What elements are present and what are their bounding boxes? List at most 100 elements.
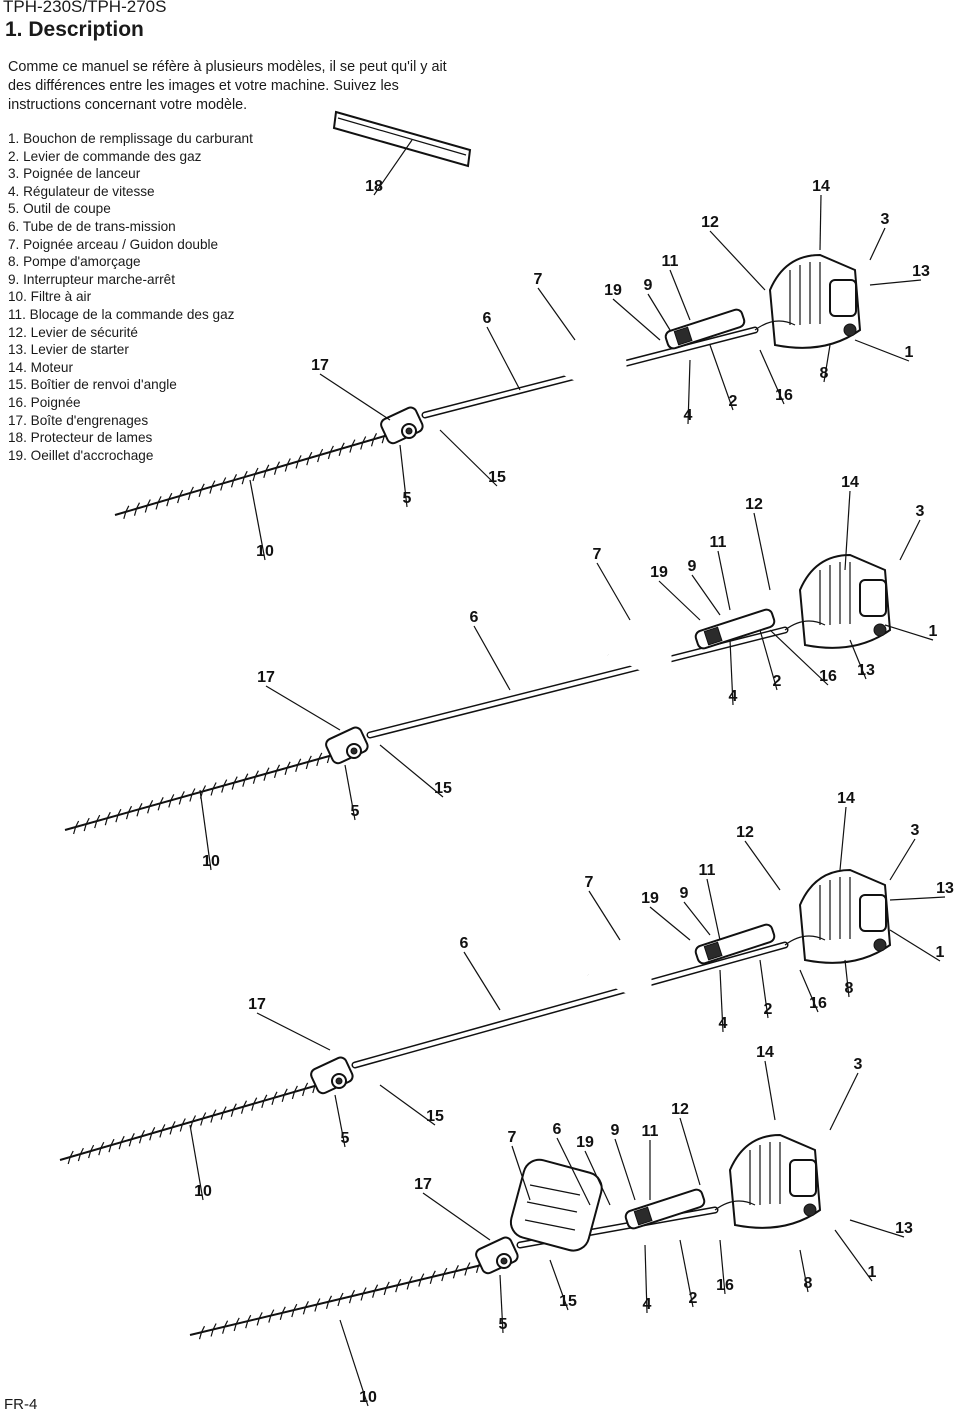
callout-number: 11 [710,534,727,551]
callout-number: 7 [508,1129,517,1146]
callout-number: 17 [414,1176,432,1193]
leader-line [549,1259,569,1311]
leader-line [769,629,829,686]
leader-line [884,624,934,641]
part-item: 2. Levier de commande des gaz [8,148,202,164]
leader-line [759,349,785,405]
leader-line [249,479,266,561]
callout-number: 12 [671,1101,689,1118]
leader-line [679,1117,701,1186]
callout-number: 3 [881,211,890,228]
model-name: TPH-230S/TPH-270S [3,0,167,16]
callout-number: 4 [643,1296,652,1313]
part-item: 19. Oeillet d'accrochage [8,447,154,463]
part-item: 13. Levier de starter [8,342,129,358]
hedge-trimmer-drawing [114,253,862,519]
callout-number: 7 [534,271,543,288]
leader-line [709,230,766,291]
callout-number: 11 [699,862,716,879]
leader-line [839,806,847,871]
leader-line [854,339,910,362]
leader-line [717,550,731,611]
part-item: 5. Outil de coupe [8,201,111,217]
leader-line [556,1137,591,1206]
leader-line [379,1084,436,1126]
part-item: 17. Boîte d'engrenages [8,412,149,428]
leader-line [473,625,511,691]
leader-line [588,890,621,941]
callout-number: 1 [936,944,945,961]
leader-line [486,326,521,391]
hedge-trimmer-drawing [59,868,892,1165]
callout-number: 9 [644,277,653,294]
part-item: 14. Moteur [8,359,73,375]
callout-number: 9 [611,1122,620,1139]
part-item: 4. Régulateur de vitesse [8,183,155,199]
leader-line [256,1012,331,1051]
callout-number: 14 [837,790,855,807]
leader-line [679,1239,694,1308]
intro-paragraph: Comme ce manuel se réfère à plusieurs mo… [8,59,447,113]
callout-number: 8 [804,1275,813,1292]
callout-number: 7 [593,546,602,563]
callout-number: 17 [311,357,329,374]
callout-number: 13 [857,662,875,679]
callout-number: 14 [756,1044,774,1061]
callout-number: 13 [912,263,930,280]
callout-number: 9 [688,558,697,575]
callout-number: 13 [936,880,954,897]
leader-line [753,512,771,591]
callout-number: 15 [559,1293,577,1310]
page-title: 1. Description [5,18,144,41]
callout-number: 15 [434,780,452,797]
leader-line [869,279,922,286]
blade-protector-drawing [332,110,472,168]
part-item: 6. Tube de de trans-mission [8,218,176,234]
leader-line [344,764,356,821]
callout-number: 12 [745,496,763,513]
callout-number: 11 [642,1123,659,1140]
callout-number: 2 [764,1001,773,1018]
callout-number: 15 [426,1108,444,1125]
callout-number: 6 [483,310,492,327]
callout-number: 3 [916,503,925,520]
leader-line [463,951,501,1011]
callout-number: 3 [911,822,920,839]
leader-line [719,1239,726,1295]
leader-line [844,490,851,571]
leader-line [869,227,886,261]
callout-number: 6 [470,609,479,626]
callout-number: 6 [460,935,469,952]
hedge-trimmer-drawing [64,553,892,835]
callout-number: 17 [248,996,266,1013]
callout-number: 19 [650,564,668,581]
leader-line [829,1072,859,1131]
leader-line [687,359,691,425]
hedge-trimmer-drawing [189,1133,822,1340]
callout-number: 16 [809,995,827,1012]
parts-list: 1. Bouchon de remplissage du carburant 2… [8,130,253,464]
callout-number: 18 [365,178,383,195]
leader-line [669,269,691,321]
part-item: 1. Bouchon de remplissage du carburant [8,131,253,146]
leader-line [649,906,691,941]
leader-line [849,639,867,680]
page-number: FR-4 [4,1396,38,1413]
callout-number: 2 [773,673,782,690]
leader-line [422,1192,491,1241]
leader-line [379,744,444,798]
callout-number: 17 [257,669,275,686]
callout-number: 1 [868,1264,877,1281]
leader-line [644,1244,648,1314]
leader-line [658,580,701,621]
part-item: 18. Protecteur de lames [8,430,153,446]
callout-number: 19 [641,890,659,907]
leader-line [199,789,212,871]
callout-number: 1 [905,344,914,361]
callout-number: 4 [719,1015,728,1032]
callout-number: 12 [701,214,719,231]
callout-number: 11 [662,253,679,270]
leader-line [265,685,341,731]
callout-number: 14 [841,474,859,491]
